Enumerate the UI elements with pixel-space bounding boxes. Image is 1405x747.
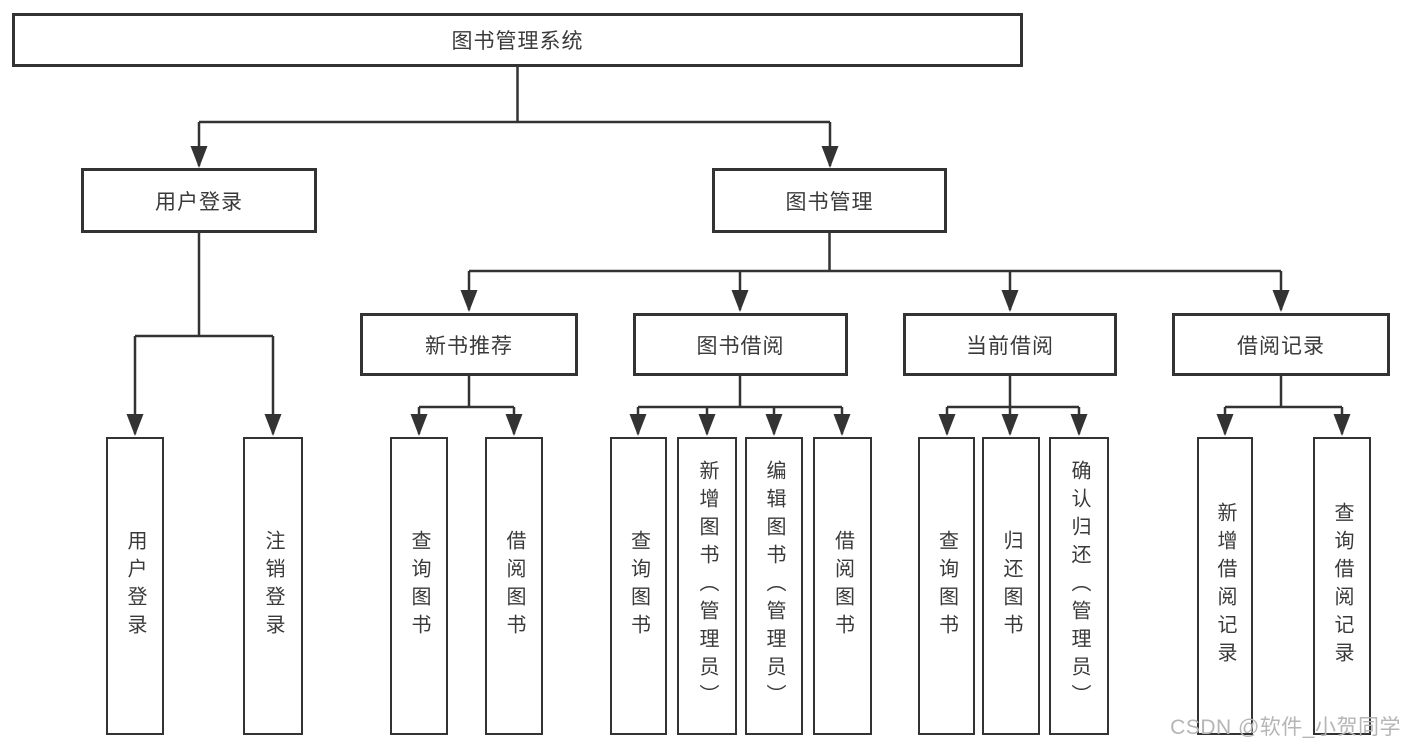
connector-user-login-to-leaves [126,233,282,436]
leaf-label: 查询图书 [408,530,430,642]
node-new-book-recommend: 新书推荐 [360,313,578,376]
connector-new-book-recommend-to-leaves [410,376,523,436]
connector-book-mgmt-to-level3 [460,233,1290,312]
leaf-query-books-current: 查询图书 [918,437,975,735]
leaf-add-borrow-record: 新增借阅记录 [1197,437,1253,735]
leaf-label: 归还图书 [1000,530,1022,642]
node-current-borrow: 当前借阅 [903,313,1117,376]
leaf-query-books-recommend: 查询图书 [390,437,448,735]
leaf-label: 查询借阅记录 [1331,502,1353,670]
csdn-watermark: CSDN @软件_小贺同学 [1170,716,1401,739]
leaf-label: 编辑图书（管理员） [763,460,785,712]
leaf-logout: 注销登录 [243,437,303,735]
connector-current-borrow-to-leaves [938,376,1088,436]
leaf-label: 查询图书 [627,530,650,642]
node-book-borrow: 图书借阅 [633,313,848,376]
leaf-label: 新增借阅记录 [1214,502,1236,670]
leaf-user-login: 用户登录 [106,437,164,735]
leaf-label: 借阅图书 [831,530,854,642]
node-borrow-records: 借阅记录 [1172,313,1390,376]
leaf-label: 确认归还（管理员） [1068,460,1090,712]
leaf-confirm-return-admin: 确认归还（管理员） [1049,437,1109,735]
node-root-library-system: 图书管理系统 [12,13,1023,67]
leaf-borrow-books-recommend: 借阅图书 [485,437,543,735]
leaf-logout-label: 注销登录 [262,530,284,642]
leaf-query-books-borrow: 查询图书 [610,437,667,735]
leaf-edit-books-admin: 编辑图书（管理员） [745,437,803,735]
leaf-add-books-admin: 新增图书（管理员） [677,437,737,735]
leaf-query-borrow-record: 查询借阅记录 [1313,437,1371,735]
leaf-label: 借阅图书 [503,530,525,642]
leaf-label: 查询图书 [935,530,958,642]
connector-book-borrow-to-leaves [629,376,851,436]
connector-borrow-records-to-leaves [1216,376,1351,436]
leaf-return-books: 归还图书 [982,437,1040,735]
leaf-user-login-label: 用户登录 [124,530,146,642]
connector-root-to-level2 [190,67,839,168]
leaf-borrow-books: 借阅图书 [813,437,872,735]
node-book-management: 图书管理 [712,168,947,233]
node-user-login: 用户登录 [81,168,317,233]
leaf-label: 新增图书（管理员） [696,460,718,712]
